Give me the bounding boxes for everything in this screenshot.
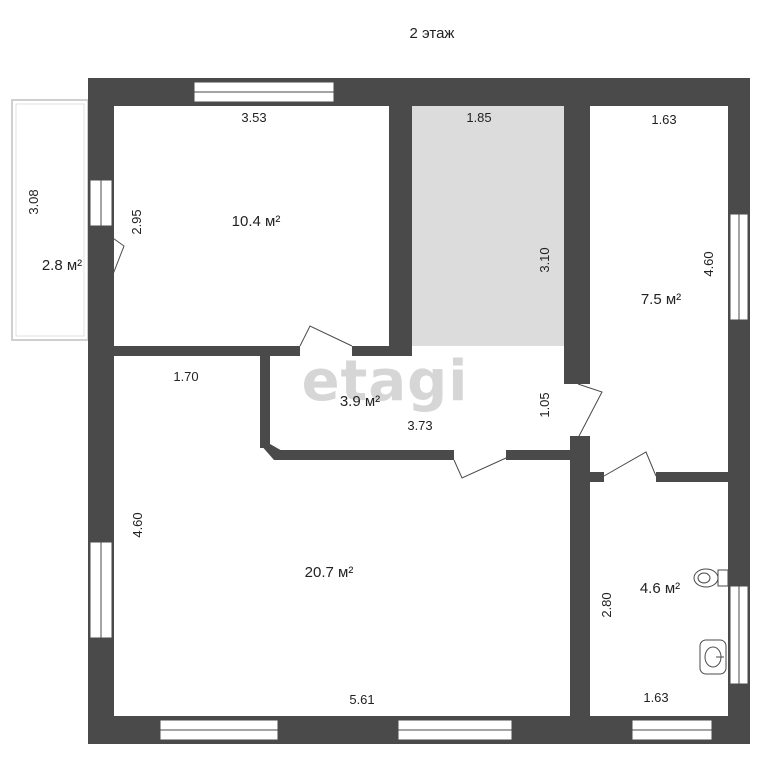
balcony-dim-vertical: 3.08 xyxy=(26,189,41,214)
storage-dim-width: 1.85 xyxy=(466,110,491,125)
wall-hall-bottom-left xyxy=(274,450,454,460)
bedroom-area: 10.4 м² xyxy=(232,213,281,230)
wall-hall-left xyxy=(260,356,270,448)
wall-bath-top-left xyxy=(590,472,604,482)
wall-bedroom-storage xyxy=(389,106,412,356)
door-bathroom xyxy=(603,451,657,477)
bath-dim-width: 1.63 xyxy=(643,690,668,705)
wall-bedroom-bottom-right xyxy=(352,346,412,356)
wall-hall-bottom-right xyxy=(506,450,570,460)
hallway-dim-width-top: 1.70 xyxy=(173,369,198,384)
wall-bath-top-right xyxy=(656,472,728,482)
watermark-logo: etagi xyxy=(302,349,469,414)
door-bedroom xyxy=(299,325,353,347)
wall-top xyxy=(88,78,750,106)
balcony-area: 2.8 м² xyxy=(42,257,82,274)
wall-bedroom-bottom-left xyxy=(114,346,300,356)
sink-icon xyxy=(699,639,727,675)
right-bedroom-area: 7.5 м² xyxy=(641,291,681,308)
floor-title: 2 этаж xyxy=(410,25,455,42)
bath-dim-height: 2.80 xyxy=(599,592,614,617)
door-balcony xyxy=(109,235,125,283)
bath-area: 4.6 м² xyxy=(640,580,680,597)
wall-storage-right xyxy=(564,106,590,384)
door-living xyxy=(453,457,507,479)
balcony-inner-line xyxy=(15,103,85,337)
bedroom-dim-width: 3.53 xyxy=(241,110,266,125)
toilet-icon xyxy=(693,568,729,588)
balcony-outline xyxy=(11,99,89,341)
right-bedroom-dim-width: 1.63 xyxy=(651,112,676,127)
wall-left xyxy=(88,78,114,744)
storage-room xyxy=(412,106,564,346)
storage-dim-height: 3.10 xyxy=(537,247,552,272)
wall-bath-left xyxy=(570,436,590,716)
right-bedroom-dim-height: 4.60 xyxy=(701,251,716,276)
living-dim-height: 4.60 xyxy=(130,512,145,537)
hallway-area: 3.9 м² xyxy=(340,393,380,410)
living-area: 20.7 м² xyxy=(305,564,354,581)
living-dim-width: 5.61 xyxy=(349,692,374,707)
hallway-dim-height: 1.05 xyxy=(537,392,552,417)
bedroom-dim-height: 2.95 xyxy=(129,209,144,234)
door-right-bedroom xyxy=(577,383,603,439)
hallway-dim-width: 3.73 xyxy=(407,418,432,433)
